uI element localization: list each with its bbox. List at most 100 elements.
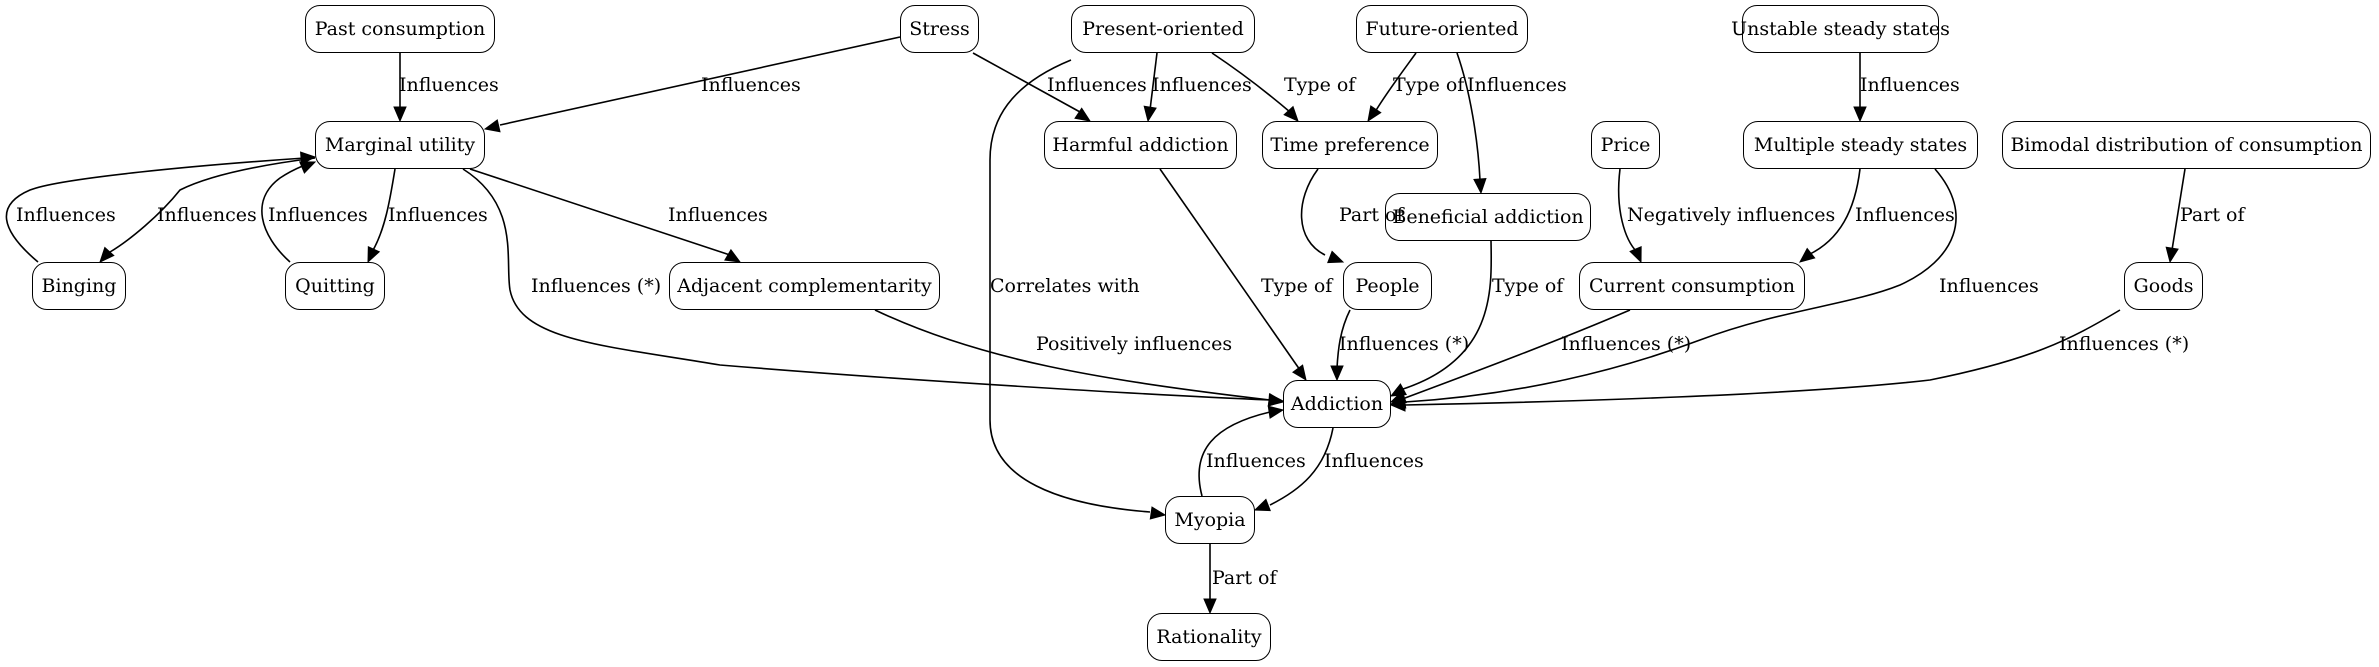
edge-label: Influences (*) [531,275,662,297]
arrowhead-icon [1799,247,1816,263]
node-stress[interactable]: Stress [900,5,979,53]
edge-label: Influences [1324,450,1424,472]
node-people[interactable]: People [1343,262,1432,310]
edge-marginal-utility-to-adjacent-complementarity [469,168,731,256]
edge-harmful-addiction-to-addiction [1159,168,1301,371]
arrowhead-icon [1327,250,1345,264]
arrowhead-icon [1143,105,1157,123]
arrowhead-icon [1853,106,1867,123]
edge-label: Influences [1860,74,1960,96]
edge-marginal-utility-to-quitting [371,168,396,253]
edge-myopia-to-addiction [1198,411,1271,497]
node-label: Unstable steady states [1731,18,1950,40]
edge-label: Part of [2180,204,2245,226]
edge-goods-to-addiction [1404,309,2121,406]
edge-label: Influences [1939,275,2039,297]
edge-label: Influences [268,204,368,226]
node-myopia[interactable]: Myopia [1165,496,1255,544]
node-label: Rationality [1156,626,1262,648]
node-present-oriented[interactable]: Present-oriented [1071,5,1255,53]
edge-label: Influences [1206,450,1306,472]
node-unstable-steady-states[interactable]: Unstable steady states [1731,5,1950,53]
edge-label: Influences [1855,204,1955,226]
arrowhead-icon [99,246,115,263]
edge-present-oriented-to-time-preference [1211,52,1291,113]
edge-bimodal-distribution-to-goods [2171,168,2186,251]
edge-label: Influences (*) [1339,333,1470,355]
edge-label: Influences [1152,74,1252,96]
edge-future-oriented-to-beneficial-addiction [1456,52,1481,181]
arrowhead-icon [1389,398,1406,412]
edge-price-to-current-consumption [1617,168,1638,253]
node-label: Multiple steady states [1753,134,1968,156]
node-label: Harmful addiction [1052,134,1229,156]
node-label: Binging [41,275,117,297]
edge-label: Type of [1492,275,1564,297]
edge-label: Influences [1467,74,1567,96]
node-label: Bimodal distribution of consumption [2010,134,2363,156]
node-label: Future-oriented [1365,18,1519,40]
node-label: Current consumption [1589,275,1795,297]
node-label: Myopia [1174,509,1246,531]
node-label: Time preference [1270,134,1430,156]
arrowhead-icon [1267,393,1285,407]
edge-future-oriented-to-time-preference [1374,52,1417,113]
node-future-oriented[interactable]: Future-oriented [1356,5,1528,53]
edge-label: Type of [1261,275,1333,297]
edge-present-oriented-to-myopia [989,59,1151,513]
node-rationality[interactable]: Rationality [1147,613,1271,661]
node-goods[interactable]: Goods [2124,262,2203,310]
arrowhead-icon [1292,364,1307,382]
node-label: Past consumption [314,18,486,40]
node-price[interactable]: Price [1591,121,1660,169]
edge-marginal-utility-to-addiction [462,168,1271,401]
node-binging[interactable]: Binging [32,262,126,310]
node-harmful-addiction[interactable]: Harmful addiction [1044,121,1237,169]
node-marginal-utility[interactable]: Marginal utility [315,121,485,169]
node-past-consumption[interactable]: Past consumption [305,5,495,53]
node-label: Adjacent complementarity [677,275,932,297]
node-current-consumption[interactable]: Current consumption [1579,262,1805,310]
node-label: Quitting [295,275,375,297]
edge-time-preference-to-people [1300,168,1326,256]
edge-label: Correlates with [990,275,1140,297]
arrowhead-icon [299,161,317,174]
node-label: Addiction [1290,393,1384,415]
node-multiple-steady-states[interactable]: Multiple steady states [1743,121,1978,169]
node-adjacent-complementarity[interactable]: Adjacent complementarity [669,262,940,310]
edge-people-to-addiction [1336,309,1351,369]
edge-label: Type of [1393,74,1465,96]
node-addiction[interactable]: Addiction [1283,380,1391,428]
node-label: Marginal utility [324,134,476,156]
edge-binging-to-marginal-utility [5,157,306,263]
edge-adjacent-complementarity-to-addiction [874,309,1271,401]
node-label: People [1355,275,1420,297]
edge-present-oriented-to-harmful-addiction [1149,52,1158,111]
edge-stress-to-harmful-addiction [972,52,1081,113]
edge-label: Part of [1339,204,1404,226]
node-label: Stress [909,18,970,40]
edge-label: Type of [1284,74,1356,96]
arrowhead-icon [1330,365,1344,382]
node-label: Beneficial addiction [1392,206,1584,228]
node-label: Price [1600,134,1651,156]
edge-label: Influences [399,74,499,96]
edge-label: Influences [16,204,116,226]
arrowhead-icon [1074,107,1092,122]
edge-marginal-utility-to-binging [109,157,316,253]
arrowhead-icon [483,119,501,133]
node-time-preference[interactable]: Time preference [1262,121,1438,169]
node-label: Present-oriented [1082,18,1244,40]
node-quitting[interactable]: Quitting [285,262,385,310]
arrowhead-icon [1473,178,1487,195]
edge-addiction-to-myopia [1269,427,1334,506]
edge-current-consumption-to-addiction [1404,309,1631,399]
edge-stress-to-marginal-utility [499,36,901,126]
node-beneficial-addiction[interactable]: Beneficial addiction [1385,193,1591,241]
arrowhead-icon [367,246,381,264]
edge-label: Part of [1212,567,1277,589]
node-bimodal-distribution[interactable]: Bimodal distribution of consumption [2002,121,2371,169]
arrowhead-icon [1629,246,1642,264]
